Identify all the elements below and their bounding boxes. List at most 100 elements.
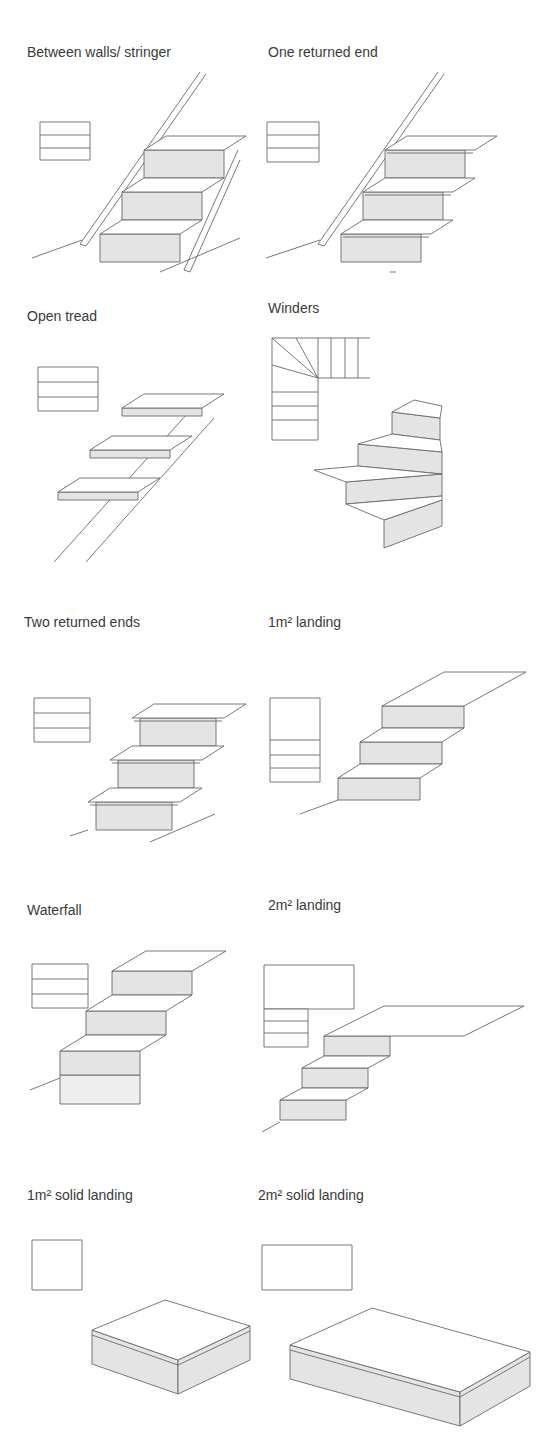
plan-line <box>272 440 318 441</box>
plan-line <box>272 338 273 440</box>
stair-tread <box>302 1056 390 1068</box>
stair-tread <box>100 220 202 234</box>
landing-top <box>290 1308 530 1392</box>
plan-icon <box>270 698 320 782</box>
plan-icon <box>34 698 90 742</box>
plan-line <box>345 338 346 378</box>
stair-tread <box>86 995 192 1011</box>
panel-caption: Two returned ends <box>24 614 140 630</box>
stair-tread <box>385 136 497 150</box>
stair-riser <box>382 706 464 728</box>
stair-tread <box>363 178 475 192</box>
panel-caption: 1m² landing <box>268 614 341 630</box>
stair-tread <box>122 178 224 192</box>
tread-nosing <box>387 153 473 154</box>
side-stringer <box>184 270 190 272</box>
side-stringer <box>184 150 238 270</box>
stair-riser <box>118 760 194 788</box>
stair-riser <box>100 234 180 262</box>
stair-tread <box>88 788 202 802</box>
plan-line <box>270 740 320 741</box>
side-stringer <box>190 160 240 272</box>
plan-icon <box>262 1245 352 1290</box>
panel-caption: Waterfall <box>27 902 82 918</box>
plan-icon <box>32 964 88 1008</box>
plan-line <box>272 392 318 393</box>
stair-tread <box>60 1035 166 1051</box>
stair-tread <box>341 220 453 234</box>
plan-line <box>331 338 332 378</box>
stair-riser <box>122 408 202 416</box>
wall-stringer <box>80 244 86 246</box>
stair-tread <box>360 728 464 742</box>
stair-riser <box>302 1068 368 1088</box>
plan-line <box>34 713 90 714</box>
panel-caption: 2m² solid landing <box>258 1187 364 1203</box>
plan-line <box>264 1033 308 1034</box>
stair-tread <box>132 704 246 718</box>
winder-tread <box>358 434 442 452</box>
stair-tread <box>280 1088 368 1100</box>
plan-line <box>272 420 318 421</box>
stair-riser <box>385 150 465 178</box>
plan-line <box>318 378 370 379</box>
plan-line <box>32 979 88 980</box>
stair-riser <box>96 802 172 830</box>
stair-riser <box>341 234 421 262</box>
panel-caption: One returned end <box>268 44 378 60</box>
stair-riser <box>360 742 442 764</box>
winder-tread <box>346 496 442 520</box>
stair-riser <box>90 450 170 458</box>
open-stringer <box>54 404 196 562</box>
plan-line <box>38 397 98 398</box>
tread-nosing <box>343 237 429 238</box>
panel-caption: Open tread <box>27 308 97 324</box>
stair-riser <box>324 1036 390 1056</box>
stair-riser <box>86 1011 166 1035</box>
stair-landing <box>112 951 226 971</box>
panel-caption: 1m² solid landing <box>27 1187 133 1203</box>
stair-tread <box>58 478 160 492</box>
plan-icon <box>264 1009 308 1047</box>
wall-stringer <box>318 244 324 246</box>
stair-tread <box>122 394 224 408</box>
winder-tread <box>314 466 442 482</box>
plan-icon <box>267 122 319 162</box>
plan-line <box>34 728 90 729</box>
tread-nosing <box>134 721 222 722</box>
stair-riser <box>112 971 192 995</box>
floor-line <box>262 1122 280 1132</box>
plan-line <box>318 378 319 440</box>
plan-line <box>318 338 319 378</box>
stair-riser <box>363 192 443 220</box>
stair-riser <box>280 1100 346 1120</box>
tread-nosing <box>365 195 451 196</box>
plan-line <box>272 338 370 339</box>
stair-riser <box>58 492 138 500</box>
stair-riser <box>144 150 224 178</box>
floor-line <box>32 240 82 258</box>
plan-icon <box>32 1240 82 1290</box>
stair-landing <box>324 1006 524 1036</box>
floor-line <box>70 830 88 836</box>
plan-line <box>40 135 90 136</box>
stair-tread <box>110 746 224 760</box>
landing-top <box>92 1300 250 1360</box>
plan-line <box>272 338 318 378</box>
floor-line <box>300 800 338 814</box>
plan-line <box>272 406 318 407</box>
floor-line <box>266 240 320 258</box>
landing-edge <box>92 1331 250 1365</box>
stair-tread <box>90 436 192 450</box>
plan-line <box>267 148 319 149</box>
plan-line <box>38 382 98 383</box>
plan-line <box>40 148 90 149</box>
floor-line <box>30 1078 60 1090</box>
stair-riser <box>338 778 420 800</box>
waterfall-skirt <box>60 1075 140 1104</box>
plan-line <box>32 994 88 995</box>
stair-tread <box>338 764 442 778</box>
plan-line <box>270 755 320 756</box>
plan-line <box>270 768 320 769</box>
